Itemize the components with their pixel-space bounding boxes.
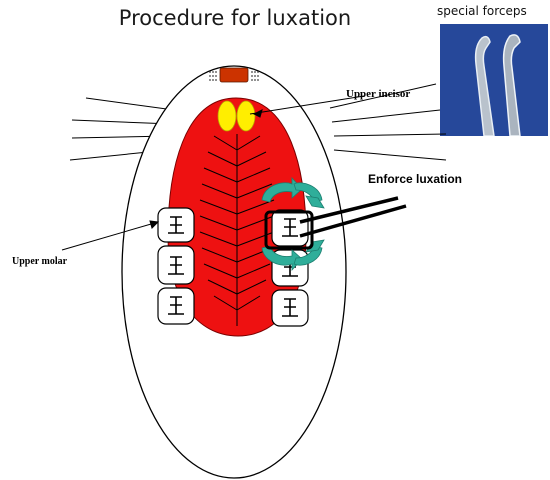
incisor-left [218, 101, 236, 131]
upper-incisor-label: Upper incisor [346, 88, 410, 100]
molar-left-2 [158, 246, 194, 284]
nose-tip [220, 68, 248, 82]
molar-right-1 [272, 210, 308, 246]
whisker-right-4 [334, 150, 446, 160]
upper-molar-label: Upper molar [12, 256, 67, 267]
molar-right-3 [272, 290, 308, 326]
whisker-left-1 [86, 98, 174, 110]
whisker-right-2 [332, 110, 440, 122]
molar-left-3 [158, 288, 194, 324]
incisor-right [237, 101, 255, 131]
whisker-right-3 [334, 134, 446, 136]
enforce-luxation-label: Enforce luxation [368, 172, 462, 186]
molar-left-1 [158, 208, 194, 242]
